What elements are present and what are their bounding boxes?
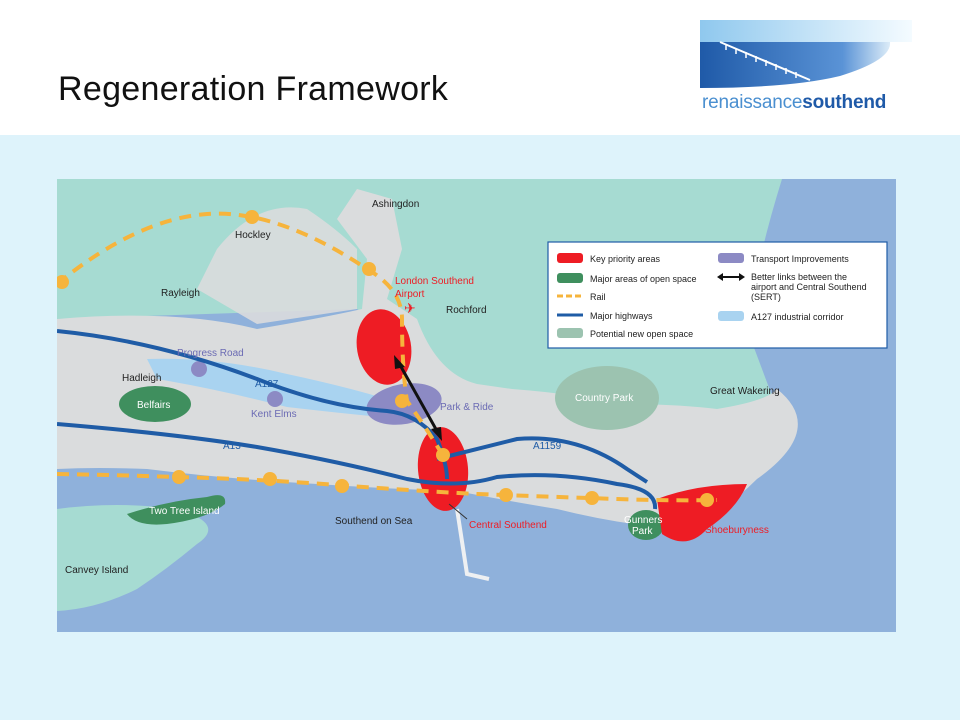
- sert-arrowhead-south: [431, 427, 442, 441]
- sert-arrowhead-north: [394, 355, 405, 369]
- label-gunners-park-line2: Park: [632, 526, 654, 537]
- canvey-land: [57, 505, 209, 611]
- renaissance-southend-logo: [700, 20, 912, 88]
- label-a1159: A1159: [533, 441, 562, 452]
- label-two-tree-island: Two Tree Island: [149, 506, 220, 517]
- label-airport-line2: Airport: [395, 289, 425, 300]
- map-legend: Key priority areas Major areas of open s…: [547, 241, 888, 349]
- country-park: [555, 366, 659, 430]
- logo-wordmark: renaissancesouthend: [702, 92, 887, 113]
- legend-label-potential-open: Potential new open space: [590, 329, 693, 339]
- label-park-and-ride: Park & Ride: [440, 402, 494, 413]
- legend-swatch-priority: [557, 253, 583, 263]
- legend-label-corridor: A127 industrial corridor: [751, 312, 844, 322]
- rail-stations: [57, 210, 714, 507]
- slide-title: Regeneration Framework: [58, 70, 449, 108]
- regeneration-map: ✈ Ashingdon Hockley Rayleigh Rochford Ha…: [57, 179, 896, 632]
- label-great-wakering: Great Wakering: [710, 386, 780, 397]
- legend-swatch-corridor: [718, 311, 744, 321]
- label-progress-road: Progress Road: [177, 348, 244, 359]
- slide-header: Regeneration Framework renaissancesouthe…: [0, 0, 960, 135]
- label-ashingdon: Ashingdon: [372, 199, 419, 210]
- label-kent-elms: Kent Elms: [251, 409, 297, 420]
- label-southend-on-sea: Southend on Sea: [335, 516, 413, 527]
- legend-label-priority: Key priority areas: [590, 254, 661, 264]
- central-southend-pointer: [448, 503, 468, 520]
- a1159-highway: [436, 436, 649, 484]
- sert-link-arrow: [398, 364, 439, 432]
- belfairs-open-space: [119, 386, 191, 422]
- label-country-park: Country Park: [575, 393, 634, 404]
- north-grey-land: [197, 207, 357, 324]
- airplane-icon: ✈: [404, 300, 416, 316]
- label-canvey-island: Canvey Island: [65, 565, 128, 576]
- label-a13: A13: [223, 441, 241, 452]
- label-central-southend: Central Southend: [469, 520, 547, 531]
- kent-elms-node: [267, 391, 283, 407]
- label-rayleigh: Rayleigh: [161, 288, 200, 299]
- pier: [455, 508, 490, 581]
- label-gunners-park-line1: Gunners: [624, 515, 662, 526]
- legend-label-open-space: Major areas of open space: [590, 274, 697, 284]
- gunners-park-open-space: [628, 510, 664, 540]
- a13-highway: [57, 422, 658, 510]
- two-tree-island: [127, 495, 226, 525]
- rail-line-south: [57, 472, 718, 503]
- label-shoeburyness: Shoeburyness: [705, 525, 769, 536]
- legend-swatch-potential-open: [557, 328, 583, 338]
- label-hockley: Hockley: [235, 230, 271, 241]
- central-southend-priority-area: [417, 427, 469, 511]
- label-rochford: Rochford: [446, 305, 487, 316]
- progress-road-node: [191, 361, 207, 377]
- label-belfairs: Belfairs: [137, 400, 170, 411]
- legend-label-sert-line2: airport and Central Southend: [751, 282, 867, 292]
- label-a127: A127: [255, 379, 279, 390]
- label-airport-line1: London Southend: [395, 276, 474, 287]
- a127-highway: [57, 329, 449, 480]
- legend-swatch-transport: [718, 253, 744, 263]
- legend-label-sert-line3: (SERT): [751, 292, 781, 302]
- legend-label-rail: Rail: [590, 292, 606, 302]
- legend-swatch-open-space: [557, 273, 583, 283]
- legend-label-highways: Major highways: [590, 311, 653, 321]
- legend-label-transport: Transport Improvements: [751, 254, 849, 264]
- label-hadleigh: Hadleigh: [122, 373, 161, 384]
- legend-label-sert-line1: Better links between the: [751, 272, 847, 282]
